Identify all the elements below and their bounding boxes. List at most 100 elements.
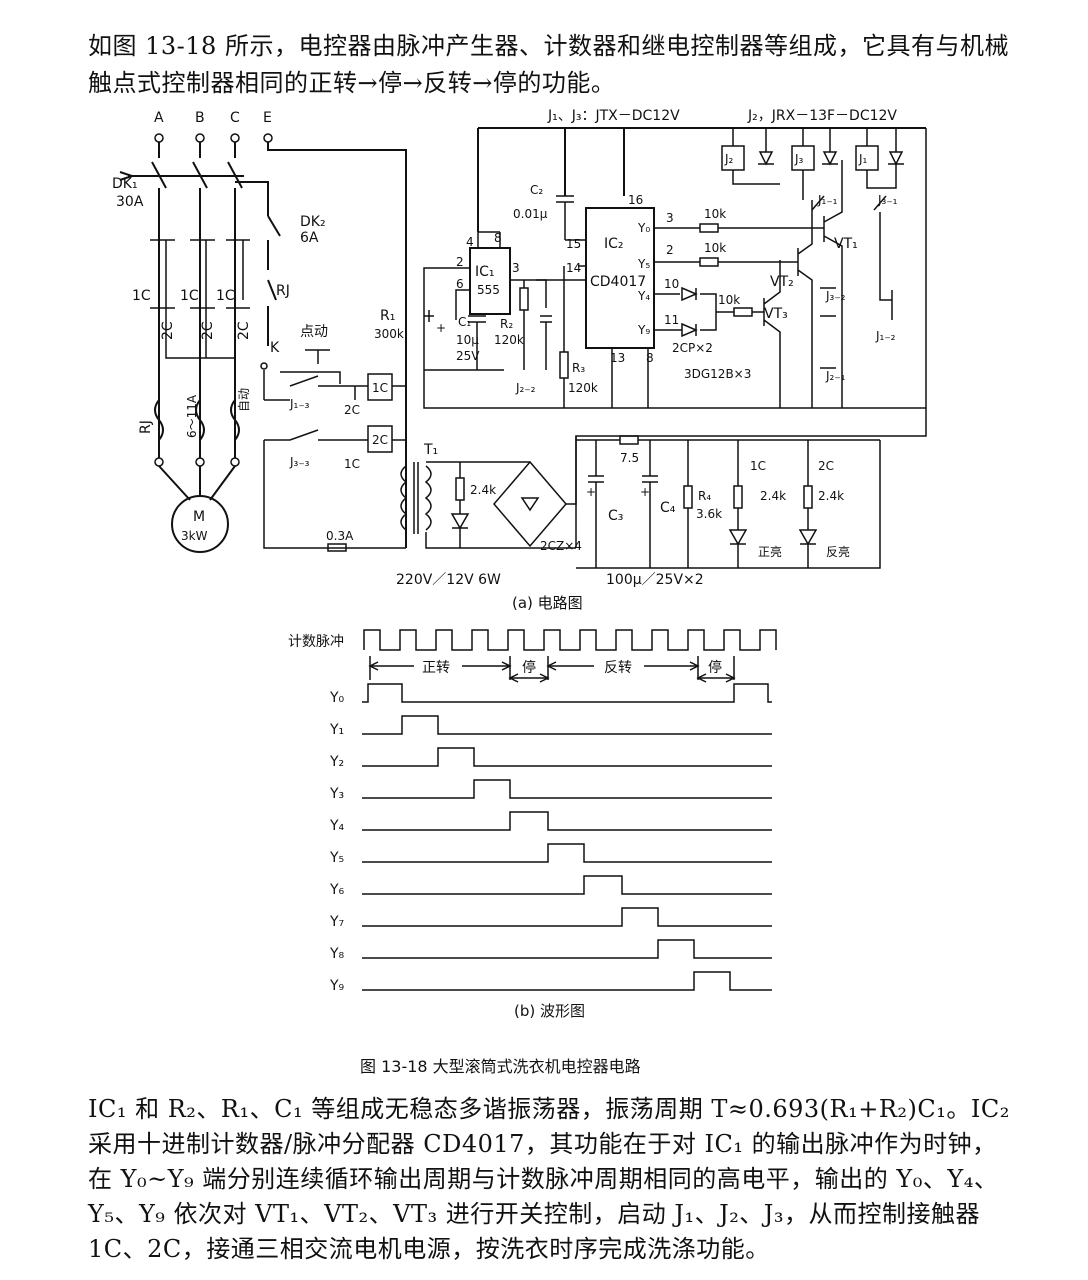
c4-plus: + <box>640 485 650 499</box>
y0-pin-no: 3 <box>666 211 674 225</box>
r3-resistor <box>559 351 569 379</box>
wave-label-y1: Y₁ <box>329 722 344 738</box>
bridge-label: 2CZ×4 <box>540 539 582 553</box>
c1-label: C₁ <box>458 315 471 329</box>
waveform-y2 <box>362 747 772 767</box>
phase-forward: 正转 <box>422 660 450 676</box>
wave-label-y3: Y₃ <box>329 786 344 802</box>
res-10k-3: 10k <box>718 293 740 307</box>
res-10k-1: 10k <box>704 207 726 221</box>
thermal-relay-label: RJ <box>138 420 154 434</box>
coil-2c-label: 2C <box>372 433 388 447</box>
motor-label: M <box>193 509 205 525</box>
contact-2c-b: 2C <box>200 321 216 340</box>
dk1-rating: 30A <box>116 194 144 210</box>
contact-2c-c: 2C <box>236 321 252 340</box>
ic2-pin13: 13 <box>610 351 625 365</box>
wave-label-y7: Y₇ <box>329 914 344 930</box>
k-switch-label: K <box>270 340 280 356</box>
transformer-label: T₁ <box>423 442 438 458</box>
waveform-y4 <box>362 811 772 831</box>
y0-pin: Y₀ <box>637 221 650 235</box>
auto-label: 自动 <box>237 388 251 412</box>
terminal-a: A <box>154 110 164 126</box>
transistor-type: 3DG12B×3 <box>684 367 751 381</box>
c1-voltage: 25V <box>456 349 480 363</box>
wave-label-y6: Y₆ <box>329 882 345 898</box>
ic1-pin8: 8 <box>494 231 502 245</box>
contact-1c-b: 1C <box>180 288 199 304</box>
figure-caption: 图 13-18 大型滚筒式洗衣机电控器电路 <box>360 1057 641 1076</box>
y4-pin-no: 10 <box>664 277 679 291</box>
contact-2c-a: 2C <box>160 321 176 340</box>
r4-label: R₄ <box>698 489 711 503</box>
diodes-2cp: 2CP×2 <box>672 341 713 355</box>
c4-label: C₄ <box>660 500 676 516</box>
interlock-1c-label: 1C <box>344 457 360 471</box>
relay-j3-coil: J₃ <box>794 152 804 166</box>
c1-plus: + <box>436 321 446 335</box>
contact-1c-led: 1C <box>750 459 766 473</box>
ic2-cd4017 <box>585 207 655 349</box>
ic1-pin3: 3 <box>512 261 520 275</box>
explanation-paragraph: IC₁ 和 R₂、R₁、C₁ 等组成无稳态多谐振荡器，振荡周期 T≈0.693(… <box>88 1095 1010 1263</box>
relay-spec-1: J₁、J₃：JTX－DC12V <box>547 108 680 124</box>
interlock-2c-label: 2C <box>344 403 360 417</box>
y5-pin: Y₅ <box>637 257 650 271</box>
phase-stop-2: 停 <box>708 659 722 676</box>
forward-led-label: 正亮 <box>758 544 782 559</box>
relay-spec-2: J₂，JRX－13F－DC12V <box>747 108 897 124</box>
terminal-e: E <box>263 110 272 126</box>
res-10k-2: 10k <box>704 241 726 255</box>
vt1-label: VT₁ <box>834 236 858 252</box>
j1-3-contact-label: J₁₋₃ <box>289 397 310 411</box>
y9-pin-no: 11 <box>664 313 679 327</box>
vt2-label: VT₂ <box>770 274 794 290</box>
ic1-type: 555 <box>477 283 500 297</box>
j1-1-label: J₁₋₁ <box>817 193 838 207</box>
j1-2-label: J₁₋₂ <box>875 329 896 343</box>
phase-reverse: 反转 <box>604 660 632 676</box>
r2-label: R₂ <box>500 317 513 331</box>
ic1-pin6: 6 <box>456 277 464 291</box>
terminals: A B C E <box>154 110 273 143</box>
wave-label-y2: Y₂ <box>329 754 344 770</box>
circuit-caption: (a) 电路图 <box>512 594 583 612</box>
contact-2c-led: 2C <box>818 459 834 473</box>
waveform-y7 <box>362 907 772 927</box>
circuit-diagram: A B C E DK₁ 30A 1C 1C 1C 2C 2C 2C RJ 6～1… <box>112 108 927 612</box>
r1-label: R₁ <box>380 308 395 324</box>
contactor-2c-coil <box>367 425 393 453</box>
ic2-pin8: 8 <box>646 351 654 365</box>
contact-1c-c: 1C <box>216 288 235 304</box>
c2-label: C₂ <box>530 183 543 197</box>
r3-value: 120k <box>568 381 598 395</box>
terminal-c: C <box>230 110 240 126</box>
c1-value: 10μ <box>456 333 479 347</box>
ic2-label: IC₂ <box>604 236 624 252</box>
c3-plus: + <box>586 485 596 499</box>
coil-1c-label: 1C <box>372 381 388 395</box>
reverse-led-label: 反亮 <box>826 544 850 559</box>
y5-pin-no: 2 <box>666 243 674 257</box>
wave-label-y0: Y₀ <box>329 690 345 706</box>
motor-power: 3kW <box>181 529 208 543</box>
wave-label-y8: Y₈ <box>329 946 345 962</box>
dk1-label: DK₁ <box>112 176 138 192</box>
relay-coils: J₂ J₃ J₁ <box>721 128 904 200</box>
j2-1-label: J₂₋₁ <box>825 369 846 383</box>
fuse-rating: 0.3A <box>326 529 354 543</box>
relay-j2-coil: J₂ <box>724 152 734 166</box>
contactor-1c-coil <box>367 373 393 401</box>
waveform-diagram: 计数脉冲 正转 停 反转 停 Y₀ Y₁ Y₂ Y₃ Y₄ Y₅ Y₆ Y₇ Y… <box>288 629 777 1020</box>
ic2-pin15: 15 <box>566 237 581 251</box>
wave-label-y5: Y₅ <box>329 850 344 866</box>
fuse <box>327 543 347 552</box>
ic1-pin2: 2 <box>456 255 464 269</box>
terminal-b: B <box>195 110 205 126</box>
led-res-1: 2.4k <box>470 483 496 497</box>
led-res-2: 2.4k <box>760 489 786 503</box>
dk2-rating: 6A <box>300 230 319 246</box>
ic2-pin14: 14 <box>566 261 581 275</box>
